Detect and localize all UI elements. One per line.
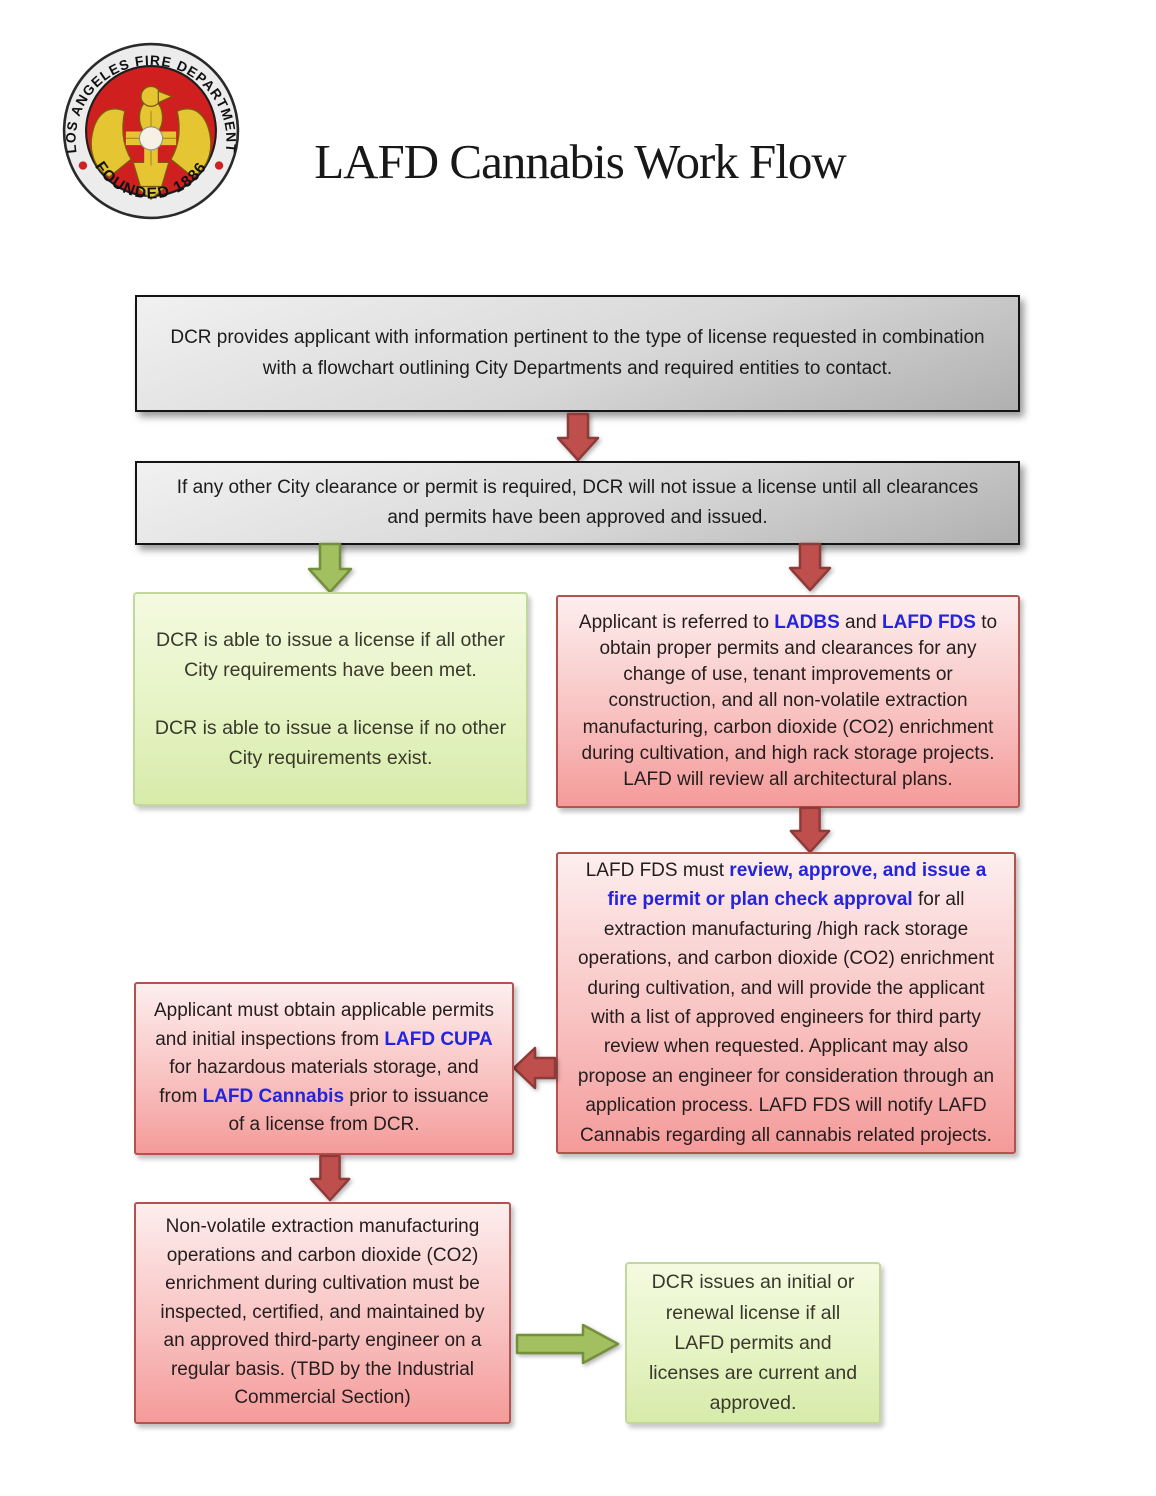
box-fds-review: LAFD FDS must review, approve, and issue…	[556, 852, 1016, 1154]
box-dcr-provides-info-text: DCR provides applicant with information …	[170, 327, 985, 379]
box-cupa-permits: Applicant must obtain applicable permits…	[134, 982, 514, 1155]
lafd-seal-logo: LOS ANGELES FIRE DEPARTMENT FOUNDED 1886	[62, 42, 240, 220]
seal-left-rosette	[78, 161, 88, 170]
seal-right-rosette	[214, 161, 224, 170]
box-dcr-issue-license-para1: DCR is able to issue a license if all ot…	[156, 628, 505, 681]
box-dcr-issues-license: DCR issues an initial or renewal license…	[625, 1262, 881, 1424]
arrow-down-red-2	[788, 542, 832, 592]
arrow-down-red-1	[556, 412, 600, 462]
box-clearance-required: If any other City clearance or permit is…	[135, 461, 1020, 545]
box-clearance-required-text: If any other City clearance or permit is…	[176, 476, 979, 528]
box-nonvolatile-inspection: Non-volatile extraction manufacturing op…	[134, 1202, 511, 1424]
box-referral-ladbs-fds: Applicant is referred to LADBS and LAFD …	[556, 595, 1020, 808]
page-title: LAFD Cannabis Work Flow	[314, 134, 847, 189]
box-dcr-provides-info: DCR provides applicant with information …	[135, 295, 1020, 412]
box-nonvolatile-inspection-text: Non-volatile extraction manufacturing op…	[160, 1216, 485, 1409]
arrow-down-red-3	[789, 806, 831, 854]
box-cupa-permits-text: Applicant must obtain applicable permits…	[153, 1000, 495, 1136]
arrow-down-green	[307, 542, 353, 594]
box-fds-review-text: LAFD FDS must review, approve, and issue…	[577, 859, 995, 1146]
box-referral-ladbs-fds-text: Applicant is referred to LADBS and LAFD …	[578, 612, 998, 790]
box-dcr-issue-license-para2: DCR is able to issue a license if no oth…	[154, 717, 507, 770]
arrow-right-green	[515, 1323, 620, 1365]
arrow-down-red-4	[309, 1154, 351, 1202]
box-dcr-issues-license-text: DCR issues an initial or renewal license…	[648, 1271, 858, 1415]
seal-pearl	[138, 126, 164, 151]
arrow-left-red	[512, 1046, 557, 1090]
box-dcr-issue-license: DCR is able to issue a license if all ot…	[133, 592, 528, 806]
